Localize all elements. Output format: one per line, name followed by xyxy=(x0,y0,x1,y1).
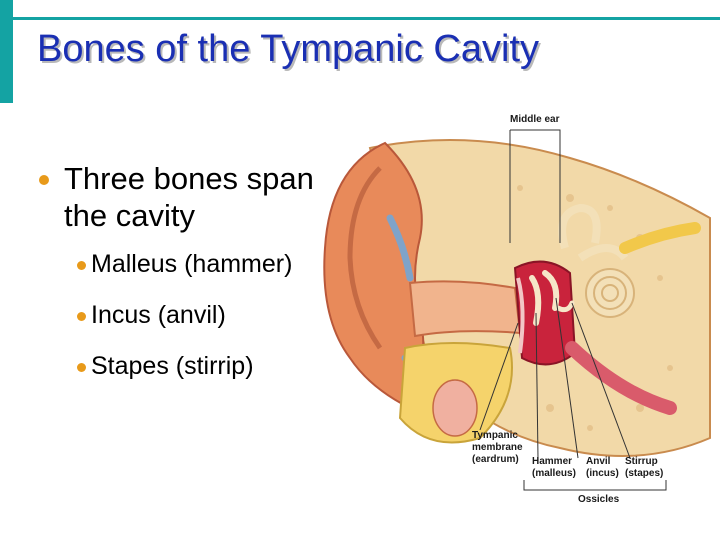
label-middle-ear: Middle ear xyxy=(510,114,560,125)
bullet-dot-icon xyxy=(77,312,86,321)
label-anvil: Anvil (incus) xyxy=(586,456,619,480)
sub-bullet-item: Incus (anvil) xyxy=(76,301,317,330)
sub-bullet-item: Stapes (stirrip) xyxy=(76,352,317,381)
header-rule xyxy=(0,17,720,20)
label-tympanic-membrane: Tympanic membrane (eardrum) xyxy=(472,430,523,466)
label-line: Tympanic xyxy=(472,430,518,441)
label-line: Anvil xyxy=(586,456,611,467)
label-ossicles: Ossicles xyxy=(578,494,620,505)
sub-bullet-text: Malleus (hammer) xyxy=(91,250,293,278)
sub-bullet-text: Incus (anvil) xyxy=(91,301,226,329)
label-hammer: Hammer (malleus) xyxy=(532,456,576,480)
bullet-list: Three bones span the cavity Malleus (ham… xyxy=(37,160,317,403)
ear-illustration xyxy=(323,129,711,491)
bullet-dot-icon xyxy=(77,261,86,270)
bullet-dot-icon xyxy=(77,363,86,372)
accent-bar xyxy=(0,0,13,103)
ear-anatomy-figure: Middle ear Tympanic membrane (eardrum) H… xyxy=(310,108,715,513)
label-line: (eardrum) xyxy=(472,454,519,465)
label-line: (malleus) xyxy=(532,468,576,479)
label-line: Stirrup xyxy=(625,456,658,467)
bullet-text: Three bones span the cavity xyxy=(64,161,314,233)
bullet-item: Three bones span the cavity xyxy=(37,160,317,234)
label-stirrup: Stirrup (stapes) xyxy=(625,456,663,480)
sub-bullet-text: Stapes (stirrip) xyxy=(91,352,254,380)
label-line: (incus) xyxy=(586,468,619,479)
sub-bullet-list: Malleus (hammer) Incus (anvil) Stapes (s… xyxy=(76,250,317,381)
sub-bullet-item: Malleus (hammer) xyxy=(76,250,317,279)
slide-title: Bones of the Tympanic Cavity xyxy=(37,28,539,70)
label-line: (stapes) xyxy=(625,468,664,479)
bullet-dot-icon xyxy=(39,175,49,185)
label-line: Hammer xyxy=(532,456,573,467)
label-line: membrane xyxy=(472,442,523,453)
